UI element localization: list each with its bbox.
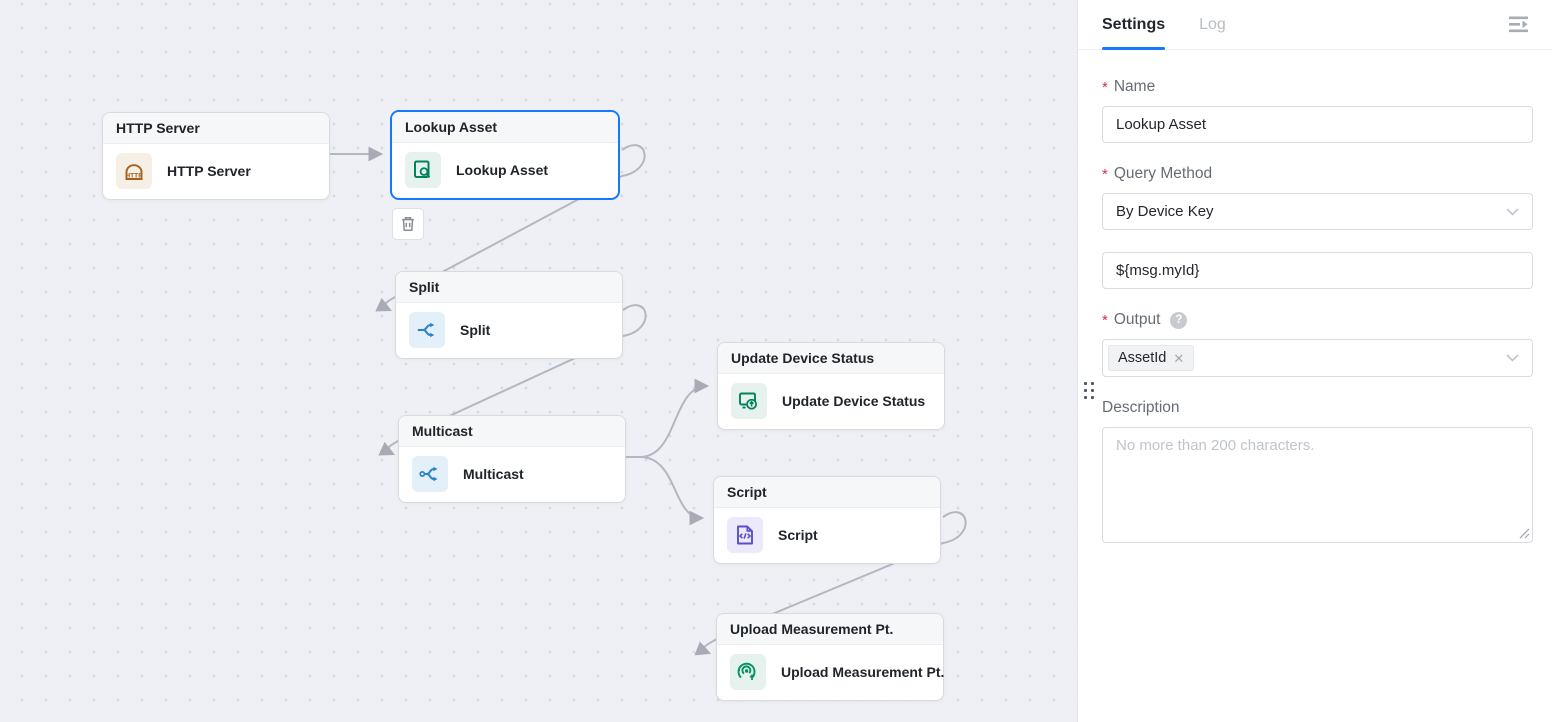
node-split[interactable]: Split Split — [395, 271, 623, 359]
field-query-method: Query Method By Device Key — [1102, 165, 1533, 230]
node-header: Lookup Asset — [392, 112, 618, 143]
field-name: Name — [1102, 78, 1533, 143]
node-header: Update Device Status — [718, 343, 944, 374]
node-header: Script — [714, 477, 940, 508]
lookup-asset-icon — [405, 152, 441, 188]
node-header: Upload Measurement Pt. — [717, 614, 943, 645]
node-label: Lookup Asset — [456, 162, 549, 178]
flow-canvas[interactable]: HTTP Server HTTP HTTP Server Lookup Asse… — [0, 0, 1078, 722]
settings-form: Name Query Method By Device Key Output — [1078, 50, 1552, 543]
tab-settings[interactable]: Settings — [1102, 0, 1166, 50]
chevron-down-icon — [1506, 354, 1519, 362]
flow-edges — [330, 144, 967, 656]
node-label: Upload Measurement Pt. — [781, 664, 945, 680]
node-label: HTTP Server — [167, 163, 251, 179]
query-method-value: By Device Key — [1116, 203, 1214, 220]
field-description: Description — [1102, 399, 1533, 543]
upload-measurement-icon — [730, 654, 766, 690]
output-label: Output ? — [1102, 311, 1533, 329]
node-multicast[interactable]: Multicast Multicast — [398, 415, 626, 503]
chevron-down-icon — [1506, 207, 1519, 216]
svg-text:HTTP: HTTP — [125, 173, 143, 180]
split-icon — [409, 312, 445, 348]
node-label: Update Device Status — [782, 393, 926, 409]
script-icon — [727, 517, 763, 553]
node-upload-measurement[interactable]: Upload Measurement Pt. U — [716, 613, 944, 701]
remove-tag-icon[interactable]: ✕ — [1173, 350, 1185, 366]
node-lookup-asset[interactable]: Lookup Asset Lookup Asset — [391, 111, 619, 199]
node-label: Split — [460, 322, 491, 338]
node-http-server[interactable]: HTTP Server HTTP HTTP Server — [102, 112, 330, 200]
field-query-key — [1102, 252, 1533, 289]
field-output: Output ? AssetId ✕ — [1102, 311, 1533, 377]
update-device-status-icon — [731, 383, 767, 419]
node-update-device-status[interactable]: Update Device Status Update Device Statu… — [717, 342, 945, 430]
textarea-resize-handle[interactable] — [1519, 528, 1530, 539]
delete-node-button[interactable] — [392, 208, 424, 240]
collapse-panel-icon[interactable] — [1508, 15, 1530, 34]
name-label: Name — [1102, 78, 1533, 96]
http-server-icon: HTTP — [116, 153, 152, 189]
output-select[interactable]: AssetId ✕ — [1102, 339, 1533, 377]
node-header: HTTP Server — [103, 113, 329, 144]
multicast-icon — [412, 456, 448, 492]
trash-icon — [402, 217, 414, 231]
node-script[interactable]: Script Script — [713, 476, 941, 564]
settings-panel: Settings Log Name Query Metho — [1078, 0, 1552, 722]
query-method-select[interactable]: By Device Key — [1102, 193, 1533, 230]
node-header: Split — [396, 272, 622, 303]
panel-tab-bar: Settings Log — [1078, 0, 1552, 50]
node-header: Multicast — [399, 416, 625, 447]
query-method-label: Query Method — [1102, 165, 1533, 183]
tab-log[interactable]: Log — [1199, 15, 1226, 33]
description-label: Description — [1102, 399, 1180, 416]
query-key-input[interactable] — [1102, 252, 1533, 289]
output-tag: AssetId ✕ — [1108, 345, 1195, 371]
node-label: Multicast — [463, 466, 524, 482]
description-textarea[interactable] — [1102, 427, 1533, 543]
panel-resize-handle[interactable] — [1084, 382, 1095, 399]
name-input[interactable] — [1102, 106, 1533, 143]
question-icon[interactable]: ? — [1170, 311, 1188, 329]
node-label: Script — [778, 527, 818, 543]
